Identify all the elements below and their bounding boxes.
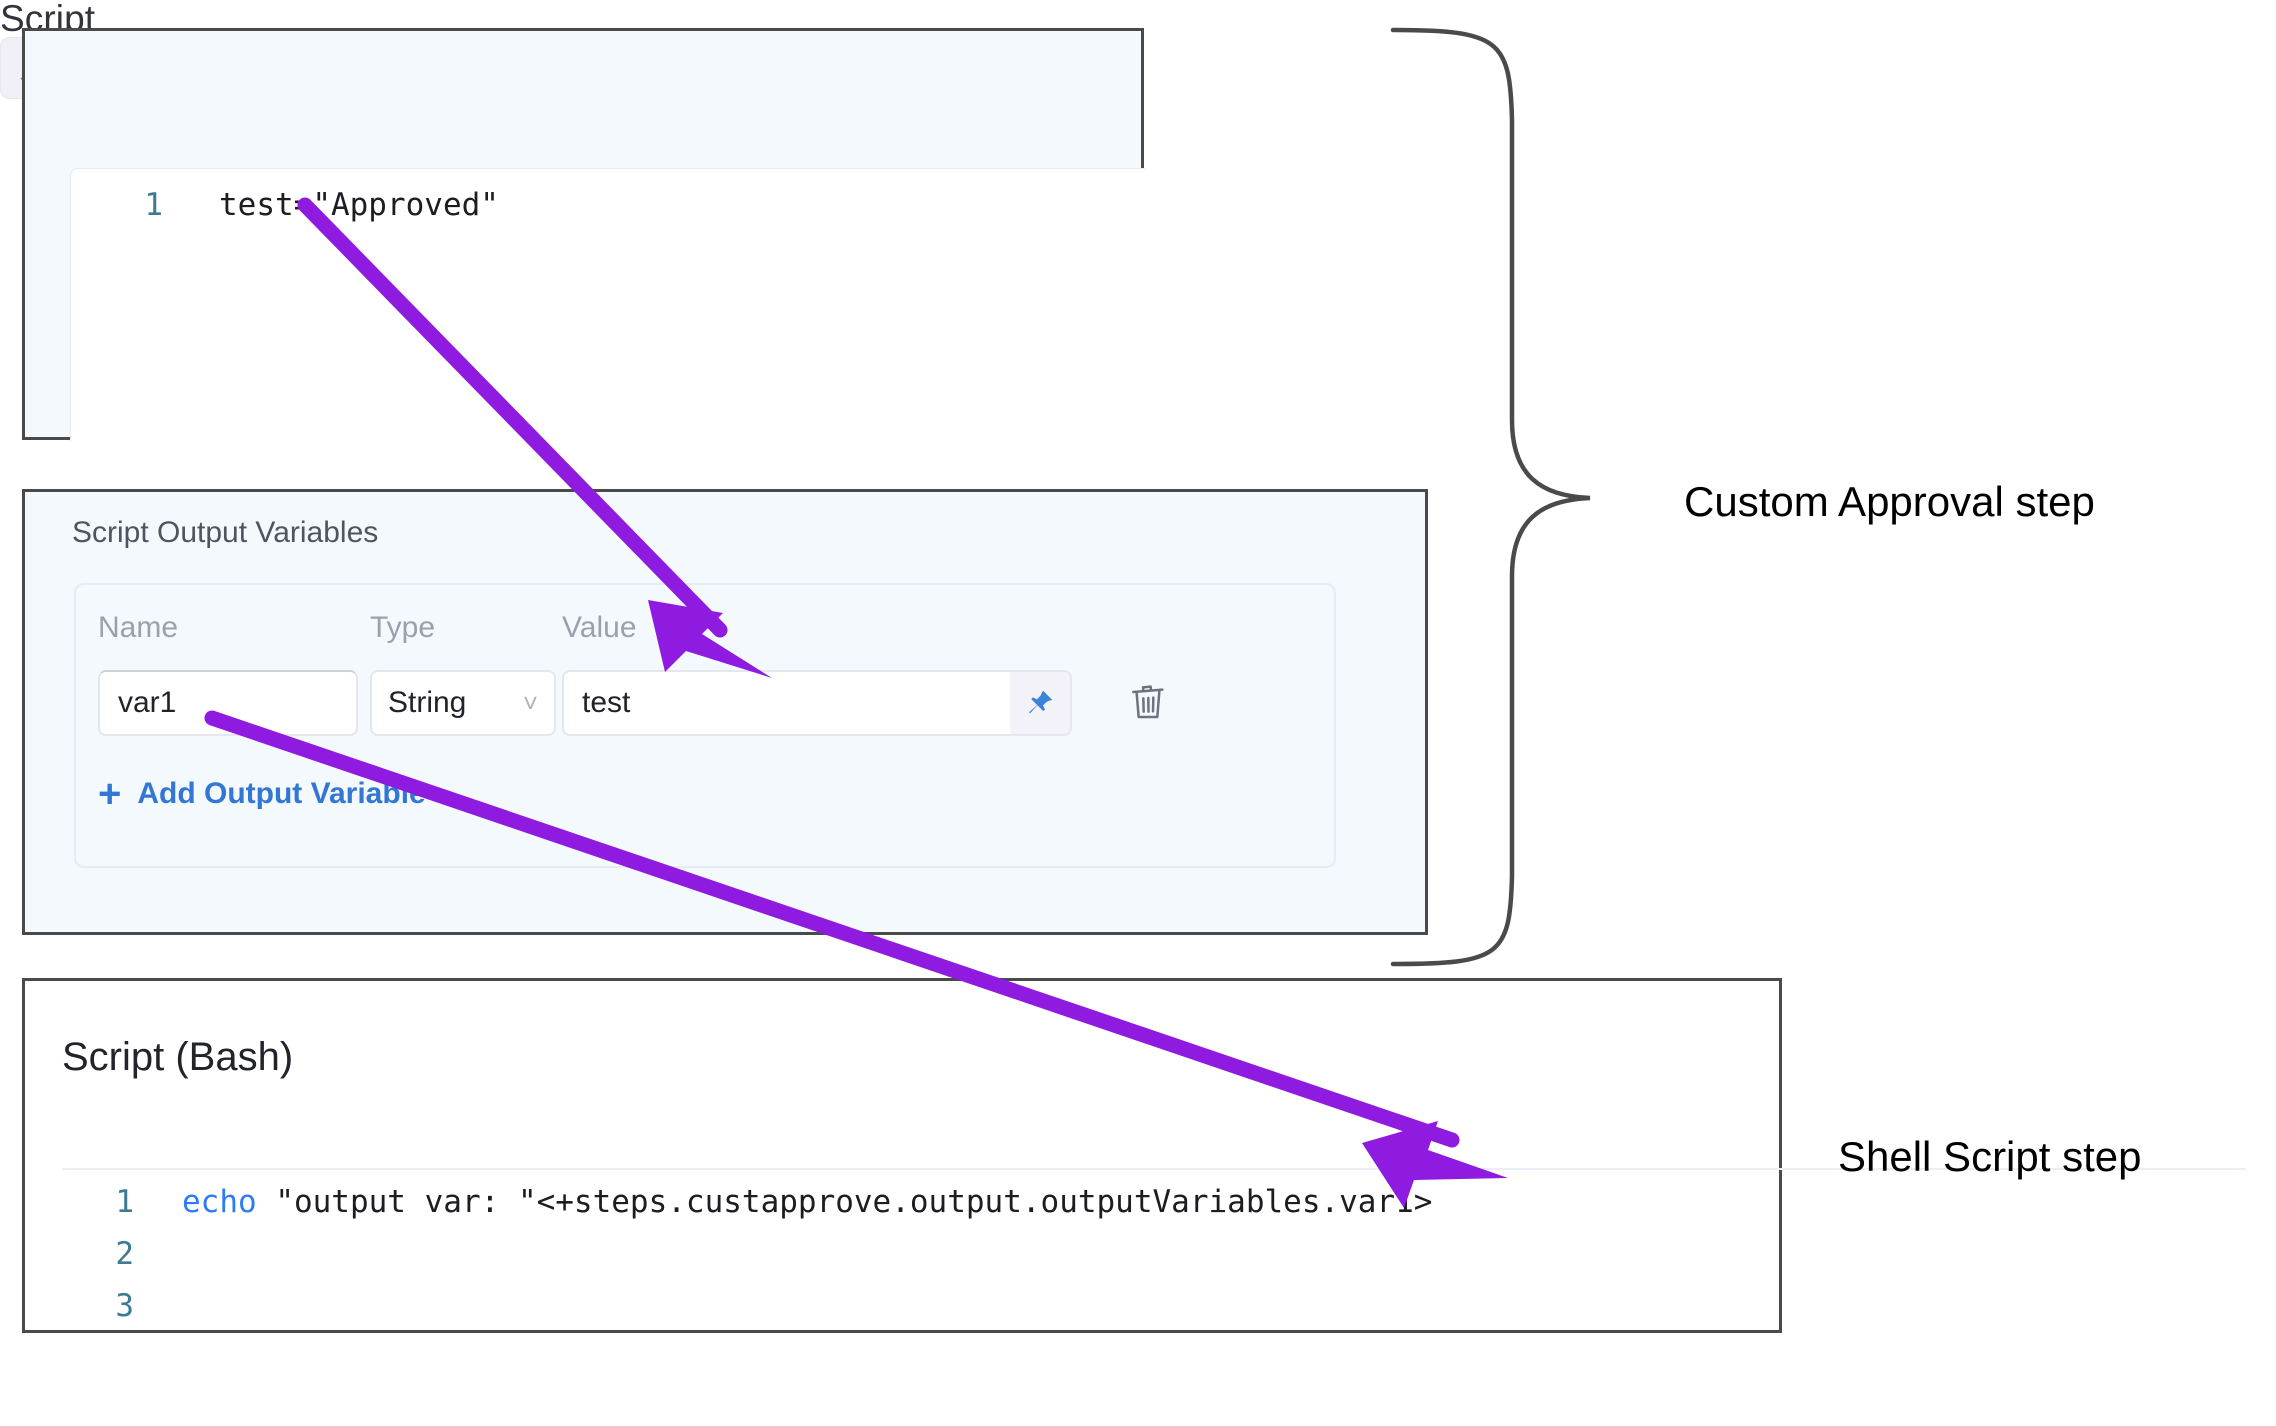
add-output-variable-button[interactable]: + Add Output Variable [98, 772, 426, 816]
code-line: 2 [62, 1236, 2246, 1272]
variable-type-value: String [388, 686, 467, 719]
code-line: 1 test="Approved" [71, 187, 1145, 223]
column-header-type: Type [370, 611, 436, 644]
line-number: 1 [115, 1184, 134, 1220]
code-rest: "output var: "<+steps.custapprove.output… [256, 1184, 1433, 1220]
trash-icon [1132, 685, 1164, 719]
column-header-value: Value [562, 611, 637, 644]
output-variables-card: Name Type Value var1 String ˅ test [74, 583, 1336, 868]
line-number: 2 [115, 1236, 134, 1272]
chevron-down-icon: ˅ [522, 688, 538, 718]
plus-icon: + [98, 772, 122, 816]
code-line: 1 echo "output var: "<+steps.custapprove… [62, 1184, 2246, 1220]
code-text: echo "output var: "<+steps.custapprove.o… [182, 1184, 1432, 1220]
code-keyword: echo [182, 1184, 257, 1220]
variable-value-pin-button[interactable] [1010, 670, 1072, 736]
code-line: 3 [62, 1288, 2246, 1324]
custom-approval-step-label: Custom Approval step [1684, 478, 2095, 525]
code-text: test="Approved" [219, 187, 499, 223]
column-header-name: Name [98, 611, 179, 644]
delete-variable-button[interactable] [1120, 674, 1176, 732]
script-code-editor[interactable]: 1 test="Approved" [70, 168, 1145, 441]
variable-name-input[interactable]: var1 [98, 670, 358, 736]
shell-script-step-label: Shell Script step [1838, 1133, 2142, 1180]
bash-code-editor[interactable]: 1 echo "output var: "<+steps.custapprove… [62, 1168, 2246, 1340]
variable-value-input[interactable]: test [562, 670, 1010, 736]
add-output-variable-label: Add Output Variable [137, 777, 426, 810]
line-number: 1 [144, 187, 163, 223]
line-number: 3 [115, 1288, 134, 1324]
output-variables-column-headers: Name Type Value [98, 611, 1334, 651]
variable-type-select[interactable]: String ˅ [370, 670, 556, 736]
shell-script-panel-title: Script (Bash) [62, 1035, 294, 1079]
script-output-variables-title: Script Output Variables [72, 516, 379, 549]
pin-icon [1029, 690, 1053, 714]
